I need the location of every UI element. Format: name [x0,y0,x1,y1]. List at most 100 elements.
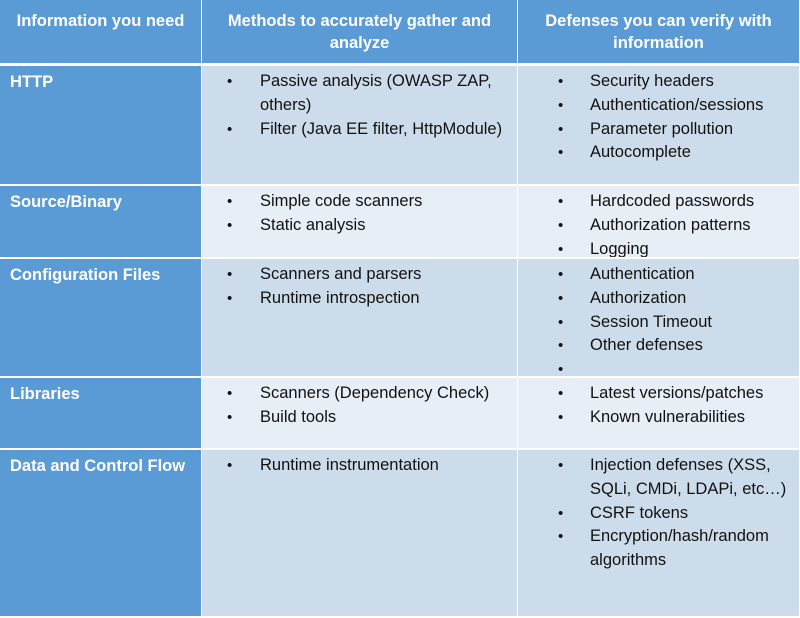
list-item: • Parameter pollution [518,118,799,142]
list-item-text: Session Timeout [590,312,712,331]
defenses-cell: • Injection defenses (XSS, SQLi, CMDi, LD… [518,450,800,618]
list-item-text: Logging [590,239,649,258]
list-item-text: Authorization [590,288,687,307]
list-item: • Autocomplete [518,141,799,165]
list-item-text: Authentication [590,265,695,283]
methods-cell: • Runtime instrumentation [202,450,518,618]
bullet-icon: • [558,240,564,258]
list-item: • [518,358,799,378]
defenses-cell: •Hardcoded passwords•Authorization patte… [518,186,800,259]
bullet-icon: • [558,408,564,426]
bullet-icon: • [227,216,233,234]
list-item-text: Security headers [590,72,714,90]
list-item: • Runtime introspection [202,287,517,311]
methods-list: • Runtime instrumentation [202,454,517,478]
bullet-icon: • [227,193,233,210]
bullet-icon: • [558,504,564,522]
bullet-icon: • [558,361,564,378]
list-item-text: Autocomplete [590,143,691,162]
list-item: • Filter (Java EE filter, HttpModule) [202,118,517,142]
methods-list: • Passive analysis (OWASP ZAP, others) • Fi… [202,70,517,141]
bullet-icon: • [227,408,233,426]
list-item: • Build tools [202,406,517,430]
bullet-icon: • [558,266,564,283]
defenses-list: • Latest versions/patches • Known vulnerabi… [518,382,799,430]
bullet-icon: • [227,457,233,474]
bullet-icon: • [558,385,564,402]
header-defenses: Defenses you can verify with information [518,0,800,66]
row-label: Configuration Files [0,259,202,378]
list-item-text: Known vulnerabilities [590,407,746,426]
list-item: • Latest versions/patches [518,382,799,406]
header-information: Information you need [0,0,202,66]
list-item-text: Authorization patterns [590,215,751,234]
list-item-text: Hardcoded passwords [590,192,755,210]
bullet-icon: • [558,457,564,474]
row-label: Libraries [0,378,202,450]
list-item: • Known vulnerabilities [518,406,799,430]
list-item-text: Filter (Java EE filter, HttpModule) [260,119,503,138]
bullet-icon: • [227,289,233,307]
list-item-text: Build tools [260,407,337,426]
list-item-text: Passive analysis (OWASP ZAP, others) [260,72,492,114]
list-item-text: Runtime instrumentation [260,456,439,474]
list-item-text: Scanners and parsers [260,265,422,283]
list-item: • Authorization [518,287,799,311]
list-item-text: Scanners (Dependency Check) [260,384,490,402]
list-item-text: Injection defenses (XSS, SQLi, CMDi, LDA… [590,456,787,498]
bullet-icon: • [558,144,564,162]
defenses-list: • Injection defenses (XSS, SQLi, CMDi, LD… [518,454,799,573]
defenses-cell: • Authentication • Authorization • Session Ti… [518,259,800,378]
defenses-list: •Hardcoded passwords•Authorization patte… [518,190,799,258]
list-item-text: Encryption/hash/random algorithms [590,527,769,570]
list-item: • Other defenses [518,334,799,358]
methods-cell: • Passive analysis (OWASP ZAP, others) • Fi… [202,66,518,186]
bullet-icon: • [227,385,233,402]
bullet-icon: • [558,73,564,90]
bullet-icon: • [558,193,564,210]
list-item: •Authorization patterns [518,214,799,238]
list-item: • Session Timeout [518,311,799,335]
list-item: • Authentication [518,263,799,287]
list-item-text: Simple code scanners [260,192,423,210]
list-item-text: Other defenses [590,336,703,355]
list-item-text: Latest versions/patches [590,384,764,402]
bullet-icon: • [558,337,564,355]
list-item: • Logging [518,238,799,258]
bullet-icon: • [558,96,564,114]
defenses-list: • Authentication • Authorization • Session Ti… [518,263,799,378]
bullet-icon: • [558,528,564,546]
list-item-text: Runtime introspection [260,288,420,307]
row-label: Data and Control Flow [0,450,202,618]
methods-cell: • Scanners and parsers • Runtime introspect… [202,259,518,378]
list-item: • Injection defenses (XSS, SQLi, CMDi, LD… [518,454,799,502]
list-item: • Scanners and parsers [202,263,517,287]
list-item: • Hardcoded passwords [518,190,799,214]
bullet-icon: • [558,289,564,307]
list-item: • Runtime instrumentation [202,454,517,478]
list-item-text: Static analysis [260,215,366,234]
bullet-icon: • [227,266,233,283]
bullet-icon: • [227,73,233,90]
list-item: •Authentication/sessions [518,94,799,118]
list-item: • Scanners (Dependency Check) [202,382,517,406]
bullet-icon: • [227,120,233,138]
list-item: • Passive analysis (OWASP ZAP, others) [202,70,517,118]
methods-cell: • Simple code scanners • Static analysis [202,186,518,259]
bullet-icon: • [558,313,564,331]
list-item-text: CSRF tokens [590,503,689,522]
header-methods: Methods to accurately gather and analyze [202,0,518,66]
methods-list: • Simple code scanners • Static analysis [202,190,517,238]
list-item: • Security headers [518,70,799,94]
list-item-text: Parameter pollution [590,119,734,138]
list-item: • CSRF tokens [518,502,799,526]
list-item: • Static analysis [202,214,517,238]
defenses-cell: • Latest versions/patches • Known vulnerabi… [518,378,800,450]
bullet-icon: • [558,120,564,138]
methods-list: • Scanners (Dependency Check) • Build tools [202,382,517,430]
defenses-cell: • Security headers •Authentication/session… [518,66,800,186]
row-label: Source/Binary [0,186,202,259]
methods-list: • Scanners and parsers • Runtime introspect… [202,263,517,311]
list-item: • Simple code scanners [202,190,517,214]
